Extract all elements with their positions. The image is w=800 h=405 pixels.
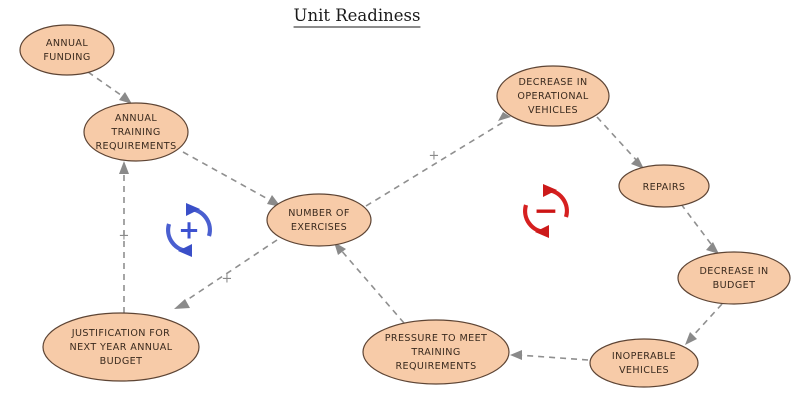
arrowhead-icon [174,299,190,309]
nodes-layer: ANNUAL FUNDING ANNUAL TRAINING REQUIREME… [19,24,791,388]
node-shape [496,65,610,127]
edge-path [689,303,723,340]
polarity-label-exercises-to-decrease: + [429,149,440,164]
edge-annual-training-requirements-to-number-of-exercises [182,151,281,207]
diagram-title-group: Unit Readiness [293,6,421,28]
edge-path [596,116,640,164]
edge-pressure-training-to-number-of-exercises [334,242,405,324]
arrowhead-icon [706,242,719,254]
edge-path [680,203,715,249]
arrowhead-icon [119,92,132,104]
edge-decrease-in-budget-to-inoperable-vehicles [685,303,723,345]
balancing-loop-marker: − [523,184,569,238]
polarity-label-justification-to-training: + [119,229,130,244]
edges-layer [87,71,723,361]
node-number-of-exercises[interactable]: NUMBER OF EXERCISES [266,193,372,247]
edge-inoperable-vehicles-to-pressure-training [510,350,589,361]
edge-path [180,239,278,305]
node-shape [83,102,189,162]
node-shape [19,24,115,76]
edge-decrease-operational-vehicles-to-repairs [596,116,644,169]
node-repairs[interactable]: REPAIRS [618,164,710,208]
loop-arrowhead-icon [535,225,549,238]
node-justification-budget[interactable]: JUSTIFICATION FOR NEXT YEAR ANNUAL BUDGE… [42,312,200,382]
edge-number-of-exercises-to-justification-budget [174,239,278,309]
node-pressure-training[interactable]: PRESSURE TO MEET TRAINING REQUIREMENTS [362,319,510,385]
loop-arrowhead-icon [178,244,192,257]
edge-justification-budget-to-annual-training-requirements [119,161,129,313]
node-shape [677,251,791,305]
edge-path [517,354,589,361]
node-annual-training-requirements[interactable]: ANNUAL TRAINING REQUIREMENTS [83,102,189,162]
edge-path [365,120,506,207]
loop-arrowhead-icon [543,184,557,197]
edge-path [87,71,129,101]
polarity-labels-layer: + + + [119,149,440,287]
node-shape [362,319,510,385]
loop-sign-minus: − [533,194,558,229]
polarity-label-exercises-to-justification: + [222,272,233,287]
arrowhead-icon [631,157,644,169]
node-shape [618,164,710,208]
loop-arrowhead-icon [186,203,200,216]
arrowhead-icon [510,350,522,360]
edge-number-of-exercises-to-decrease-operational-vehicles [365,112,511,207]
page-title: Unit Readiness [294,6,421,25]
node-inoperable-vehicles[interactable]: INOPERABLE VEHICLES [589,338,699,388]
node-annual-funding[interactable]: ANNUAL FUNDING [19,24,115,76]
arrowhead-icon [685,332,697,345]
node-shape [589,338,699,388]
edge-path [339,248,405,324]
edge-repairs-to-decrease-in-budget [680,203,719,254]
reinforcing-loop-marker: + [166,203,212,257]
arrowhead-icon [334,242,346,255]
loop-markers-layer: + − [166,184,569,257]
edge-annual-funding-to-annual-training-requirements [87,71,132,104]
node-decrease-operational-vehicles[interactable]: DECREASE IN OPERATIONAL VEHICLES [496,65,610,127]
node-decrease-in-budget[interactable]: DECREASE IN BUDGET [677,251,791,305]
edge-path [182,151,276,204]
loop-sign-plus: + [178,216,200,246]
node-shape [42,312,200,382]
arrowhead-icon [498,112,511,121]
arrowhead-icon [119,161,129,174]
node-shape [266,193,372,247]
